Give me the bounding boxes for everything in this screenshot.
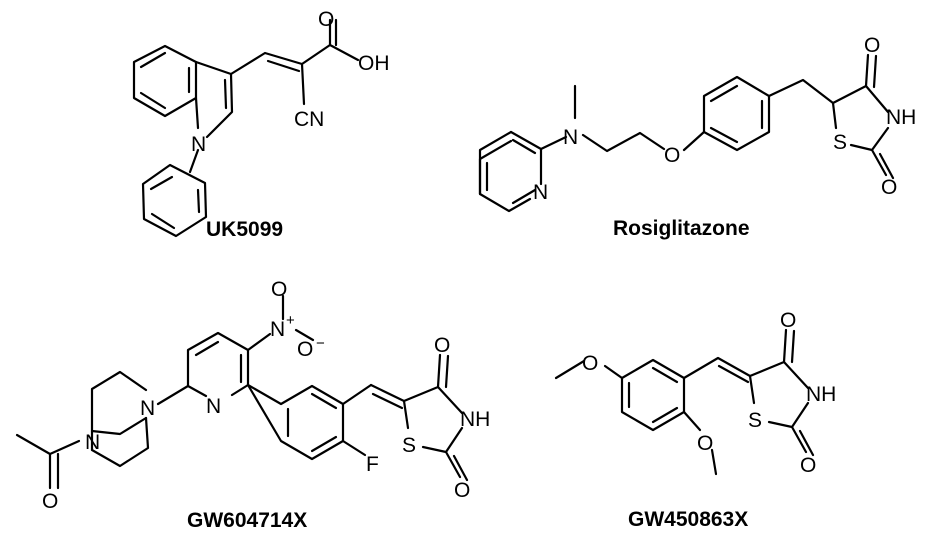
gw450-methoxy-o-bottom: O (697, 432, 713, 455)
gw604-s: S (402, 434, 416, 457)
gw604-pip-n1: N (85, 431, 100, 454)
gw604714x-structure (15, 294, 469, 490)
rosi-nh: NH (886, 106, 916, 129)
gw604-plus-charge: + (286, 312, 295, 329)
rosi-carbonyl-o-top: O (864, 34, 880, 57)
rosi-s: S (833, 131, 847, 154)
gw450-methoxy-o-top: O (582, 352, 598, 375)
gw604-acetyl-o: O (42, 490, 58, 513)
gw604-f: F (366, 453, 379, 476)
gw604-nitro-n: N (270, 318, 285, 341)
uk5099-oh: OH (358, 52, 390, 75)
uk5099-structure (132, 18, 360, 238)
label-gw604714x: GW604714X (187, 509, 307, 532)
gw450863x-structure (554, 328, 815, 476)
gw604-nitro-o-right: O (297, 338, 313, 361)
gw604-carbonyl-o-bottom: O (454, 479, 470, 502)
gw450-nh: NH (806, 383, 836, 406)
rosi-ether-o: O (664, 144, 680, 167)
gw604-pip-n2: N (140, 397, 155, 420)
label-rosiglitazone: Rosiglitazone (613, 217, 750, 240)
label-uk5099: UK5099 (206, 218, 283, 241)
gw604-pyridine-n: N (206, 395, 221, 418)
gw604-carbonyl-o-top: O (434, 334, 450, 357)
gw604-nitro-o-top: O (271, 278, 287, 301)
gw604-minus-charge: − (316, 335, 325, 352)
label-gw450863x: GW450863X (628, 508, 748, 531)
gw450-s: S (748, 409, 762, 432)
gw450-carbonyl-o-top: O (780, 309, 796, 332)
gw450-carbonyl-o-bottom: O (800, 454, 816, 477)
gw604-nh: NH (460, 408, 490, 431)
rosi-amine-n: N (563, 126, 578, 149)
uk5099-n: N (191, 133, 206, 156)
rosiglitazone-structure (478, 53, 895, 213)
rosi-pyridine-n: N (533, 181, 548, 204)
uk5099-carbonyl-o: O (318, 8, 334, 31)
uk5099-cn: CN (294, 108, 324, 131)
rosi-carbonyl-o-bottom: O (881, 176, 897, 199)
